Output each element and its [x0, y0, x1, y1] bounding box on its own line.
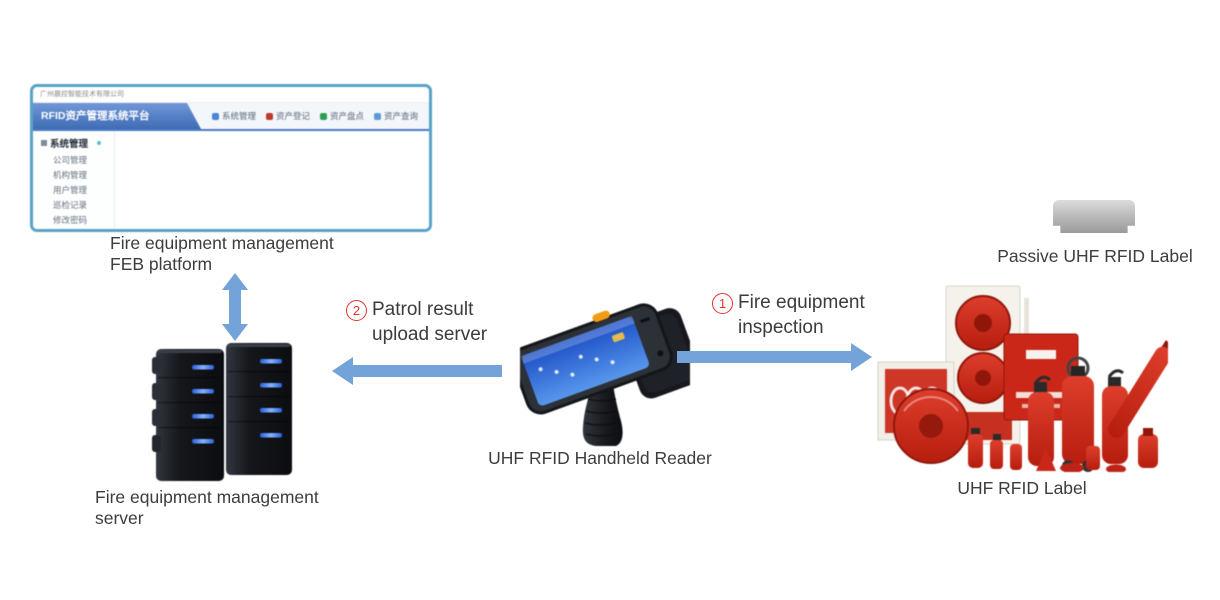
- arrow-shaft: [352, 365, 502, 377]
- equipment-caption: UHF RFID Label: [876, 478, 1168, 499]
- circled-number-icon: 2: [346, 300, 367, 321]
- passive-rfid-tag-image: [1053, 200, 1135, 233]
- menu-icon: [211, 112, 219, 120]
- platform-app-title: RFID资产管理系统平台: [33, 103, 201, 129]
- caption-line: Fire equipment management: [95, 487, 319, 507]
- sidebar-item: 修改密码: [53, 215, 88, 225]
- menu-icon: [319, 112, 327, 120]
- arrow-right-icon: [851, 343, 872, 371]
- flow-text-line: upload server: [372, 324, 488, 345]
- sidebar-item: 巡检记录: [53, 200, 88, 210]
- arrow-left-icon: [332, 357, 353, 385]
- circled-number-icon: 1: [712, 293, 733, 314]
- flow-inspection-label: 1 Fire equipment inspection: [712, 290, 865, 340]
- window-title: 广州晨控智能技术有限公司: [33, 87, 429, 103]
- flow-upload-label: 2 Patrol result upload server: [346, 297, 487, 347]
- handheld-reader-image: [511, 281, 701, 446]
- management-platform-screenshot: 广州晨控智能技术有限公司 RFID资产管理系统平台 系统管理 资产登记 资产盘点…: [30, 84, 432, 232]
- menu-item-label: 资产查询: [383, 111, 418, 121]
- platform-content-area: [115, 131, 429, 229]
- arrow-shaft: [677, 351, 852, 363]
- sidebar-item: 机构管理: [53, 170, 88, 180]
- menu-item-label: 资产盘点: [329, 111, 364, 121]
- status-dot-icon: [97, 141, 102, 145]
- platform-server-sync-arrow: [222, 273, 248, 341]
- arrow-shaft: [229, 288, 241, 326]
- caption-line: UHF RFID Handheld Reader: [488, 448, 712, 468]
- menu-item-label: 系统管理: [221, 111, 256, 121]
- server-image: [148, 341, 298, 482]
- platform-caption: Fire equipment management FEB platform: [110, 233, 334, 275]
- menu-item: 资产盘点: [319, 110, 364, 122]
- menu-item: 系统管理: [211, 110, 256, 122]
- sidebar-item: 公司管理: [53, 155, 88, 165]
- flow-text-line: Patrol result: [372, 299, 474, 320]
- flow-text-line: inspection: [738, 317, 824, 338]
- platform-sidebar: 系统管理 公司管理 机构管理 用户管理 巡检记录 修改密码: [33, 131, 115, 229]
- menu-item-label: 资产登记: [275, 111, 310, 121]
- flow-text-line: Fire equipment: [738, 292, 865, 313]
- arrow-down-icon: [222, 324, 248, 341]
- upload-arrow: [332, 357, 502, 385]
- sidebar-item: 用户管理: [53, 185, 88, 195]
- caption-line: UHF RFID Label: [957, 478, 1087, 498]
- menu-item: 资产查询: [373, 110, 418, 122]
- menu-icon: [265, 112, 273, 120]
- reader-caption: UHF RFID Handheld Reader: [480, 448, 720, 469]
- sidebar-header: 系统管理: [33, 134, 114, 153]
- menu-icon: [373, 112, 381, 120]
- caption-line: FEB platform: [110, 254, 213, 274]
- sidebar-header-label: 系统管理: [50, 139, 89, 150]
- passive-tag-caption: Passive UHF RFID Label: [990, 246, 1200, 267]
- platform-header: RFID资产管理系统平台 系统管理 资产登记 资产盘点 资产查询: [33, 103, 429, 131]
- inspection-arrow: [677, 343, 872, 371]
- arrow-up-icon: [222, 273, 248, 290]
- platform-menu: 系统管理 资产登记 资产盘点 资产查询: [201, 103, 429, 129]
- fire-equipment-image: [876, 276, 1176, 474]
- caption-line: Passive UHF RFID Label: [997, 246, 1193, 266]
- caption-line: Fire equipment management: [110, 233, 334, 253]
- folder-icon: [41, 140, 47, 146]
- menu-item: 资产登记: [265, 110, 310, 122]
- caption-line: server: [95, 508, 144, 528]
- platform-body: 系统管理 公司管理 机构管理 用户管理 巡检记录 修改密码: [33, 131, 429, 229]
- server-caption: Fire equipment management server: [95, 487, 319, 529]
